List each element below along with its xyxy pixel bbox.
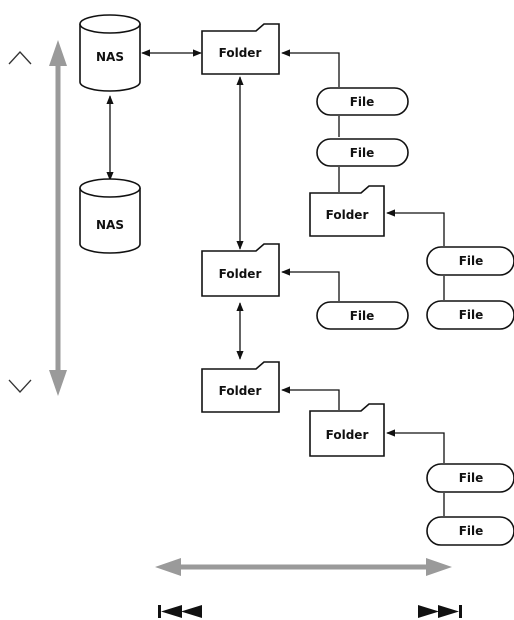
file-node-3[interactable]: File [426,246,514,276]
file-node-2[interactable]: File [316,138,409,167]
folder-label: Folder [219,384,262,398]
file-label: File [350,146,375,160]
folder-node-2[interactable]: Folder [201,243,280,297]
folder-label: Folder [219,267,262,281]
folder-node-3-sub[interactable]: Folder [309,403,385,457]
vertical-scroll-arrow[interactable] [49,40,67,396]
connectors [106,49,445,516]
file-node-4[interactable]: File [426,300,514,330]
folder-node-3[interactable]: Folder [201,361,280,413]
file-node-7[interactable]: File [426,516,514,546]
file-label: File [459,308,484,322]
folder-node-1-sub[interactable]: Folder [309,185,385,237]
file-node-6[interactable]: File [426,463,514,493]
skip-to-start-icon[interactable] [158,605,202,618]
nas-node-top[interactable]: NAS [79,14,141,92]
folder-label: Folder [326,428,369,442]
nas-label: NAS [96,50,124,64]
file-label: File [350,95,375,109]
folder-label: Folder [219,46,262,60]
file-label: File [459,471,484,485]
file-label: File [350,309,375,323]
horizontal-scroll-arrow[interactable] [155,558,452,576]
nas-node-bottom[interactable]: NAS [79,178,141,254]
folder-label: Folder [326,208,369,222]
folder-node-1[interactable]: Folder [201,23,280,75]
file-node-1[interactable]: File [316,87,409,116]
file-label: File [459,524,484,538]
down-chevron-icon[interactable] [8,379,32,393]
up-chevron-icon[interactable] [8,51,32,65]
file-label: File [459,254,484,268]
nas-label: NAS [96,218,124,232]
file-node-5[interactable]: File [316,301,409,330]
skip-to-end-icon[interactable] [418,605,462,618]
